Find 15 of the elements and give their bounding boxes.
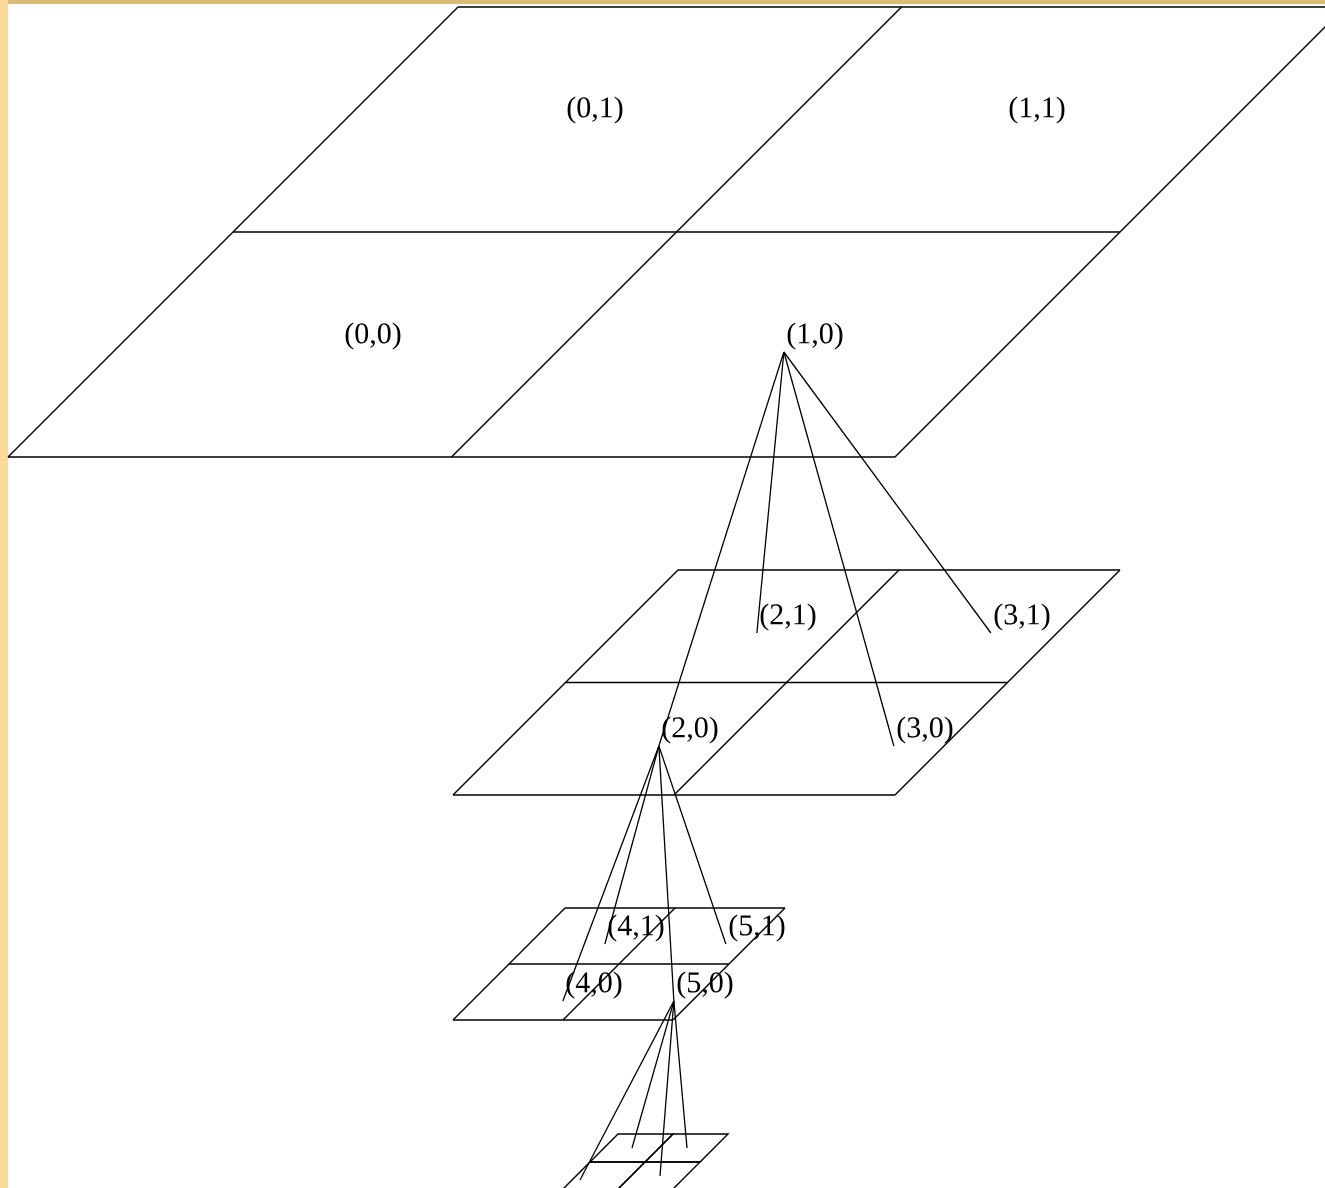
cell-label: (2,1) [760, 603, 816, 631]
cell-label: (0,0) [345, 322, 401, 350]
connector-line [673, 1000, 688, 1149]
cell-label: (1,1) [1009, 96, 1065, 124]
connector-line [783, 351, 895, 747]
connector-line [579, 1000, 675, 1181]
connector-line [658, 351, 785, 747]
connector-line [562, 745, 660, 1002]
connector-line [659, 1000, 675, 1177]
cell-label: (3,1) [994, 603, 1050, 631]
connector-line [783, 351, 992, 634]
cell-label: (1,0) [787, 322, 843, 350]
cell-label: (0,1) [567, 96, 623, 124]
connector-line [658, 745, 675, 1002]
cell-label: (3,0) [897, 716, 953, 744]
